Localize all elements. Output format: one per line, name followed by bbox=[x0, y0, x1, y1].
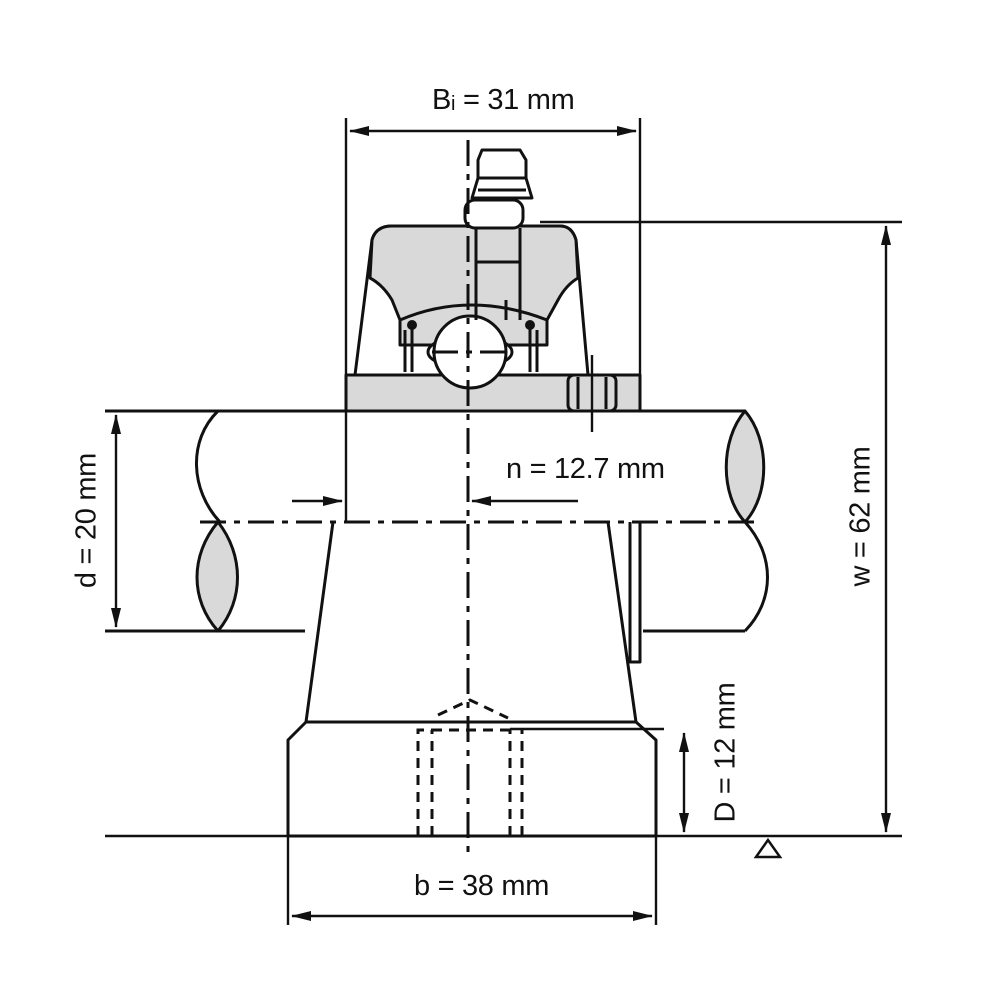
shaft bbox=[105, 409, 769, 633]
dim-label-n: n = 12.7 mm bbox=[506, 453, 665, 485]
bearing-housing bbox=[344, 148, 642, 432]
datum-triangle-icon bbox=[753, 837, 783, 859]
dim-label-d: d = 20 mm bbox=[70, 452, 103, 589]
dim-label-b: b = 38 mm bbox=[414, 870, 550, 902]
dimension-lines bbox=[111, 126, 891, 921]
pedestal bbox=[286, 521, 664, 838]
dim-bi-value: = 31 mm bbox=[455, 84, 575, 116]
dim-bi-symbol: B bbox=[432, 84, 452, 116]
dim-label-bi: Bi = 31 mm bbox=[432, 84, 575, 116]
extension-lines bbox=[105, 118, 902, 925]
dim-label-w: w = 62 mm bbox=[844, 446, 877, 587]
dim-label-D: D = 12 mm bbox=[709, 682, 742, 823]
dim-bi-subscript: i bbox=[451, 93, 456, 115]
